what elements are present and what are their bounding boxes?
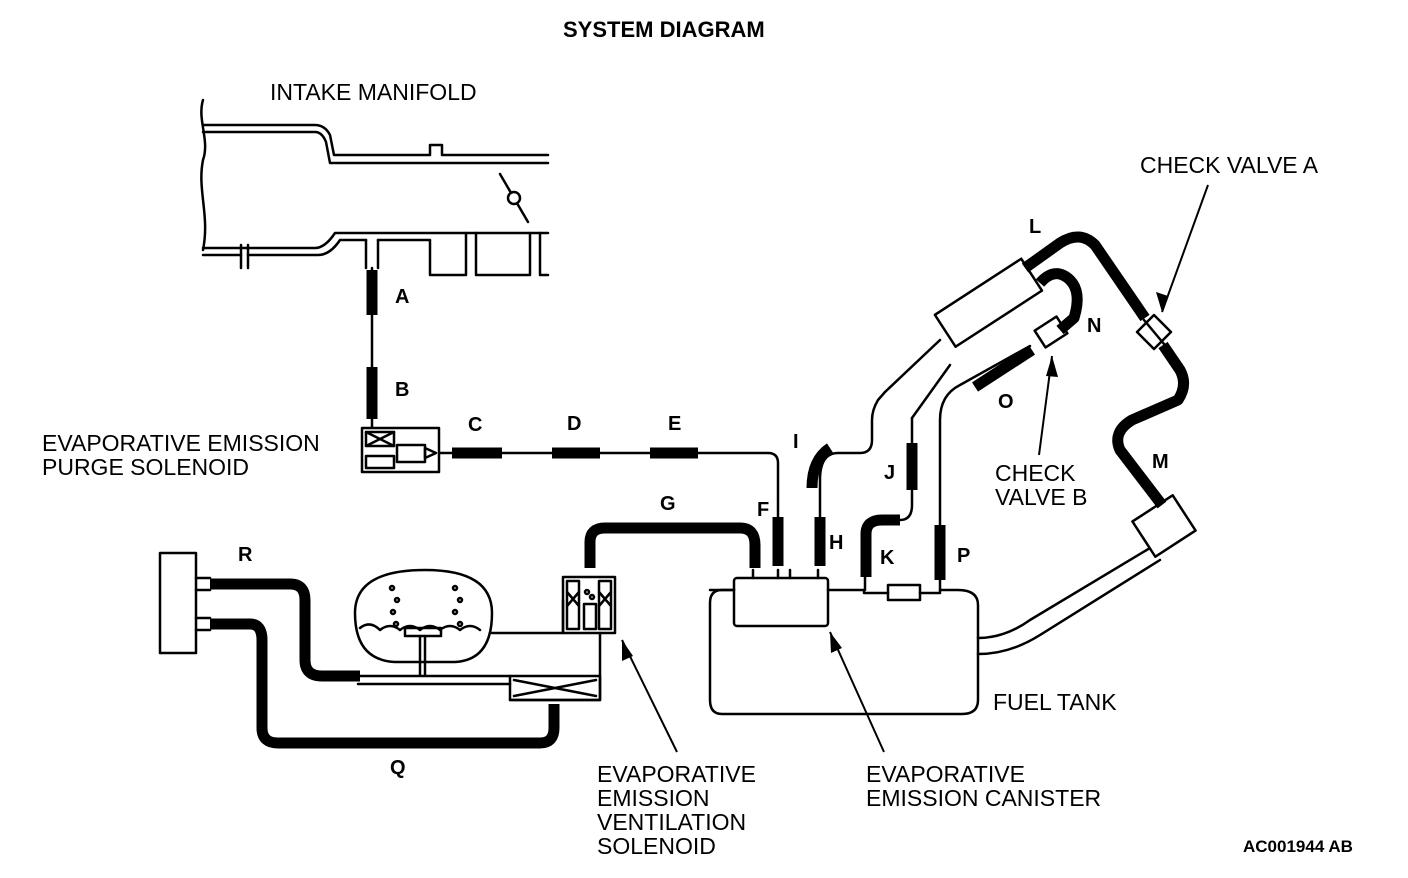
canister-body — [732, 576, 830, 628]
hose-label-r: R — [238, 544, 253, 566]
leader-lines — [621, 184, 1209, 753]
hose-label-b: B — [395, 379, 410, 401]
hose-label-e: E — [668, 413, 682, 435]
hose-label-i: I — [793, 431, 799, 453]
hose-label-p: P — [957, 545, 971, 567]
hose-label-g: G — [660, 493, 676, 515]
purge-solenoid-body — [360, 426, 441, 474]
label-ventilation-solenoid: EVAPORATIVE EMISSION VENTILATION SOLENOI… — [597, 761, 756, 859]
vapor-separator — [883, 257, 1044, 420]
air-inlet-block — [158, 551, 198, 655]
hose-label-h: H — [829, 532, 844, 554]
label-canister: EVAPORATIVE EMISSION CANISTER — [866, 761, 1102, 811]
fuel-tank — [708, 546, 1162, 716]
throttle-valve — [498, 172, 530, 224]
hose-label-a: A — [395, 286, 410, 308]
hose-label-c: C — [468, 414, 483, 436]
hose-label-k: K — [880, 547, 895, 569]
filter-element — [508, 674, 602, 702]
check-valve-a — [1135, 313, 1173, 351]
label-intake-manifold: INTAKE MANIFOLD — [270, 79, 477, 105]
arrow-heads — [622, 292, 1168, 661]
label-purge-solenoid: EVAPORATIVE EMISSION PURGE SOLENOID — [42, 430, 320, 480]
reference-code: AC001944 AB — [1243, 837, 1353, 856]
hose-label-f: F — [757, 499, 770, 521]
filler-cap — [1131, 494, 1197, 558]
ventilation-solenoid-body — [561, 575, 617, 635]
hose-label-q: Q — [390, 757, 406, 779]
label-check-valve-b: CHECK VALVE B — [995, 460, 1088, 510]
hose-label-l: L — [1029, 216, 1042, 238]
label-check-valve-a: CHECK VALVE A — [1140, 152, 1319, 178]
hose-label-j: J — [884, 462, 896, 484]
label-fuel-tank: FUEL TANK — [993, 689, 1117, 715]
intake-manifold — [200, 98, 550, 277]
air-filter-tank — [353, 568, 494, 677]
diagram-title: SYSTEM DIAGRAM — [563, 17, 765, 42]
hose-label-o: O — [998, 391, 1014, 413]
hose-label-m: M — [1152, 451, 1169, 473]
hose-label-n: N — [1087, 315, 1102, 337]
thick-hoses — [210, 231, 1189, 749]
hose-label-d: D — [567, 413, 582, 435]
